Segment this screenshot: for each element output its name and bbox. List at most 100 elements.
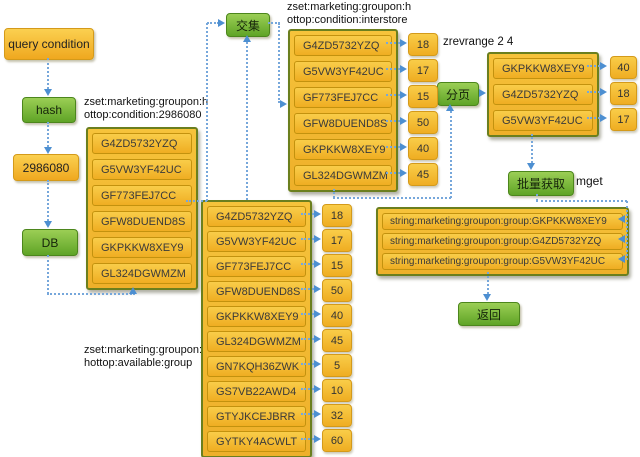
query-condition-node: query condition (4, 28, 94, 60)
arrow-page-to-batchget (531, 134, 533, 163)
arrow-member-to-score (587, 117, 600, 119)
arrowhead (400, 91, 407, 99)
arrow-batchget-to-strings (536, 194, 538, 201)
score-badge: 17 (322, 229, 352, 252)
list-item: GF773FEJ7CC (207, 256, 306, 277)
condition-value-node: 2986080 (13, 154, 79, 181)
arrow-batchget-to-strings (536, 200, 627, 202)
score-badge: 15 (408, 85, 438, 108)
list-item: string:marketing:groupon:group:G5VW3YF42… (382, 253, 623, 270)
arrowhead (314, 335, 321, 343)
arrowhead-paging-to-page (479, 89, 486, 97)
arrowhead (44, 221, 52, 228)
arrow-member-to-score (301, 288, 314, 290)
arrowhead (314, 385, 321, 393)
score-badge: 15 (322, 254, 352, 277)
arrowhead (314, 310, 321, 318)
arrow-result-to-paging (450, 111, 452, 198)
arrow-hash-to-value (47, 122, 49, 147)
arrow-condition-to-intersect (206, 23, 208, 201)
available-zset-list: G4ZD5732YZQ G5VW3YF42UC GF773FEJ7CC GFW8… (201, 200, 312, 457)
arrow-member-to-score (386, 172, 400, 174)
arrow-value-to-db (47, 180, 49, 221)
score-badge: 18 (408, 33, 438, 56)
paging-label: 分页 (445, 87, 470, 102)
score-badge: 60 (322, 429, 352, 452)
arrowhead (618, 235, 625, 243)
arrow-member-to-score (301, 313, 314, 315)
score-badge: 45 (408, 163, 438, 186)
list-item: G5VW3YF42UC (207, 231, 306, 252)
list-item: GYTKY4ACWLT (207, 431, 306, 452)
arrow-query-to-hash (47, 58, 49, 89)
condition-value-label: 2986080 (22, 160, 70, 175)
arrowhead (314, 260, 321, 268)
arrow-member-to-score (386, 120, 400, 122)
list-item: GF773FEJ7CC (294, 87, 392, 108)
list-item: G5VW3YF42UC (294, 61, 392, 82)
list-item: G4ZD5732YZQ (493, 84, 593, 105)
arrow-member-to-score (301, 438, 314, 440)
score-badge: 50 (322, 279, 352, 302)
score-badge: 5 (322, 354, 352, 377)
score-badge: 40 (408, 137, 438, 160)
arrowhead (280, 100, 287, 108)
zrevrange-label: zrevrange 2 4 (443, 36, 514, 48)
intersect-label: 交集 (235, 18, 260, 33)
arrowhead (527, 163, 535, 170)
arrow-member-to-score (301, 213, 314, 215)
arrow-db-to-list (47, 293, 135, 295)
arrow-strings-to-return (487, 272, 489, 294)
list-item: GFW8DUEND8S (207, 281, 306, 302)
arrow-member-to-score (301, 238, 314, 240)
return-node: 返回 (458, 302, 520, 326)
db-node: DB (22, 229, 78, 256)
arrow-member-to-score (301, 413, 314, 415)
arrowhead (129, 287, 137, 294)
condition-zset-list: G4ZD5732YZQ G5VW3YF42UC GF773FEJ7CC GFW8… (86, 127, 198, 290)
arrow-condition-to-intersect (207, 22, 219, 24)
list-item: GL324DGWMZM (294, 165, 392, 186)
arrowhead (400, 143, 407, 151)
arrow-member-to-score (587, 91, 600, 93)
query-condition-label: query condition (8, 37, 90, 51)
mget-label: mget (576, 174, 603, 188)
interstore-zset-list: G4ZD5732YZQ G5VW3YF42UC GF773FEJ7CC GFW8… (288, 29, 398, 192)
arrow-batchget-to-strings (626, 201, 628, 260)
arrowhead (243, 35, 251, 42)
paging-node: 分页 (437, 82, 479, 106)
arrow-member-to-score (386, 146, 400, 148)
score-badge: 17 (408, 59, 438, 82)
arrow-db-to-list (47, 255, 49, 294)
arrowhead (314, 235, 321, 243)
list-item: G5VW3YF42UC (92, 159, 192, 180)
list-item: string:marketing:groupon:group:GKPKKW8XE… (382, 213, 623, 230)
arrowhead (44, 147, 52, 154)
list-item: GL324DGWMZM (207, 331, 306, 352)
arrow-member-to-score (301, 388, 314, 390)
arrow-member-to-score (301, 363, 314, 365)
arrow-condition-to-intersect (186, 200, 207, 202)
list-item: string:marketing:groupon:group:G4ZD5732Y… (382, 233, 623, 250)
list-item: G4ZD5732YZQ (92, 133, 192, 154)
arrowhead (400, 169, 407, 177)
hash-node: hash (22, 97, 76, 123)
list-item: GKPKKW8XEY9 (493, 58, 593, 79)
list-item: GKPKKW8XEY9 (92, 237, 192, 258)
score-badge: 10 (322, 379, 352, 402)
list-item: G4ZD5732YZQ (294, 35, 392, 56)
arrow-available-to-intersect (246, 42, 248, 200)
arrowhead (600, 114, 607, 122)
arrowhead (446, 104, 454, 111)
intersect-node: 交集 (226, 13, 270, 37)
list-item: G5VW3YF42UC (493, 110, 593, 131)
arrowhead (314, 210, 321, 218)
arrow-member-to-score (587, 65, 600, 67)
list-item: G4ZD5732YZQ (207, 206, 306, 227)
arrowhead (314, 410, 321, 418)
arrowhead (600, 62, 607, 70)
available-zset-key-label: zset:marketing:groupon:hottop:available:… (84, 344, 203, 369)
score-badge: 18 (610, 82, 637, 105)
score-badge: 40 (322, 304, 352, 327)
